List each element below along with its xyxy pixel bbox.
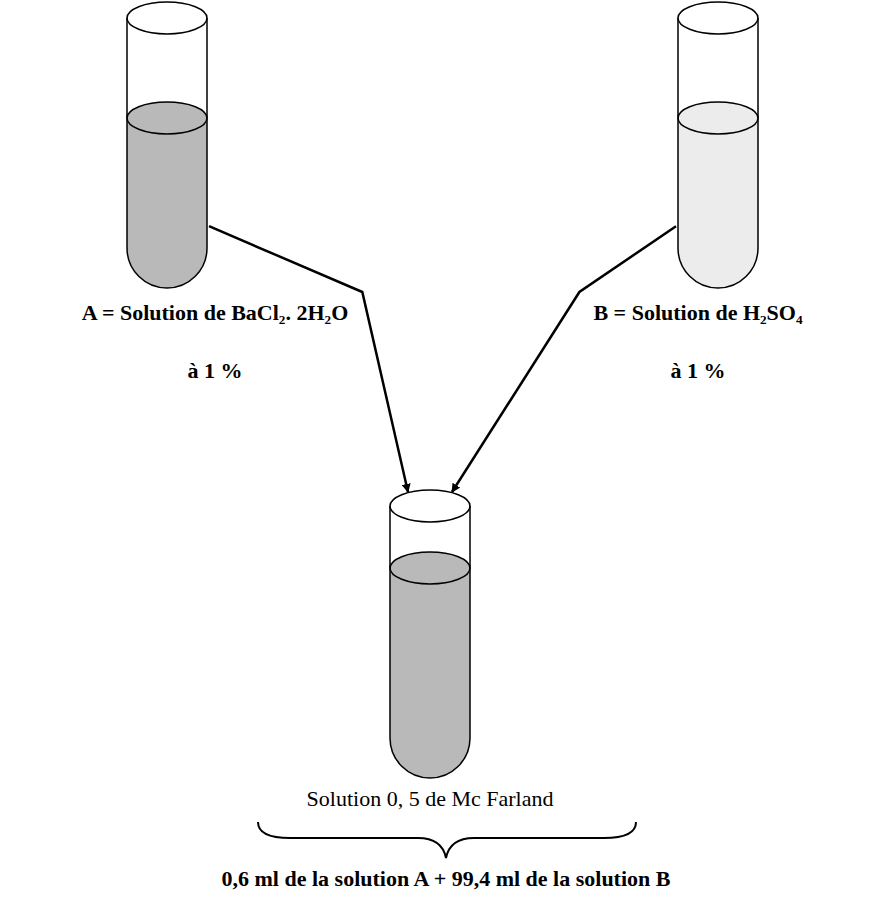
- tube-caption: à 1 %: [671, 358, 726, 383]
- caption-row: à 1 %: [505, 358, 891, 384]
- tube-caption: à 1 %: [188, 358, 243, 383]
- tube-caption: A = Solution de BaCl₂. 2H₂O: [82, 300, 349, 325]
- test-tube-node: Solution 0, 5 de Mc Farland: [230, 488, 630, 790]
- test-tube: [388, 488, 472, 780]
- caption-row: B = Solution de H₂SO₄: [505, 300, 891, 326]
- mixture-note: 0,6 ml de la solution A + 99,4 ml de la …: [222, 866, 671, 892]
- arrow-connector: [452, 226, 676, 492]
- tube-caption: B = Solution de H₂SO₄: [593, 300, 802, 325]
- caption-row: Solution 0, 5 de Mc Farland: [230, 786, 630, 812]
- test-tube-node: A = Solution de BaCl₂. 2H₂Oà 1 %: [0, 0, 430, 300]
- test-tube: [676, 0, 760, 290]
- caption-row: A = Solution de BaCl₂. 2H₂O: [0, 300, 430, 326]
- caption-row: à 1 %: [0, 358, 430, 384]
- test-tube: [125, 0, 209, 290]
- test-tube-node: B = Solution de H₂SO₄à 1 %: [505, 0, 891, 300]
- tube-caption: Solution 0, 5 de Mc Farland: [307, 786, 554, 811]
